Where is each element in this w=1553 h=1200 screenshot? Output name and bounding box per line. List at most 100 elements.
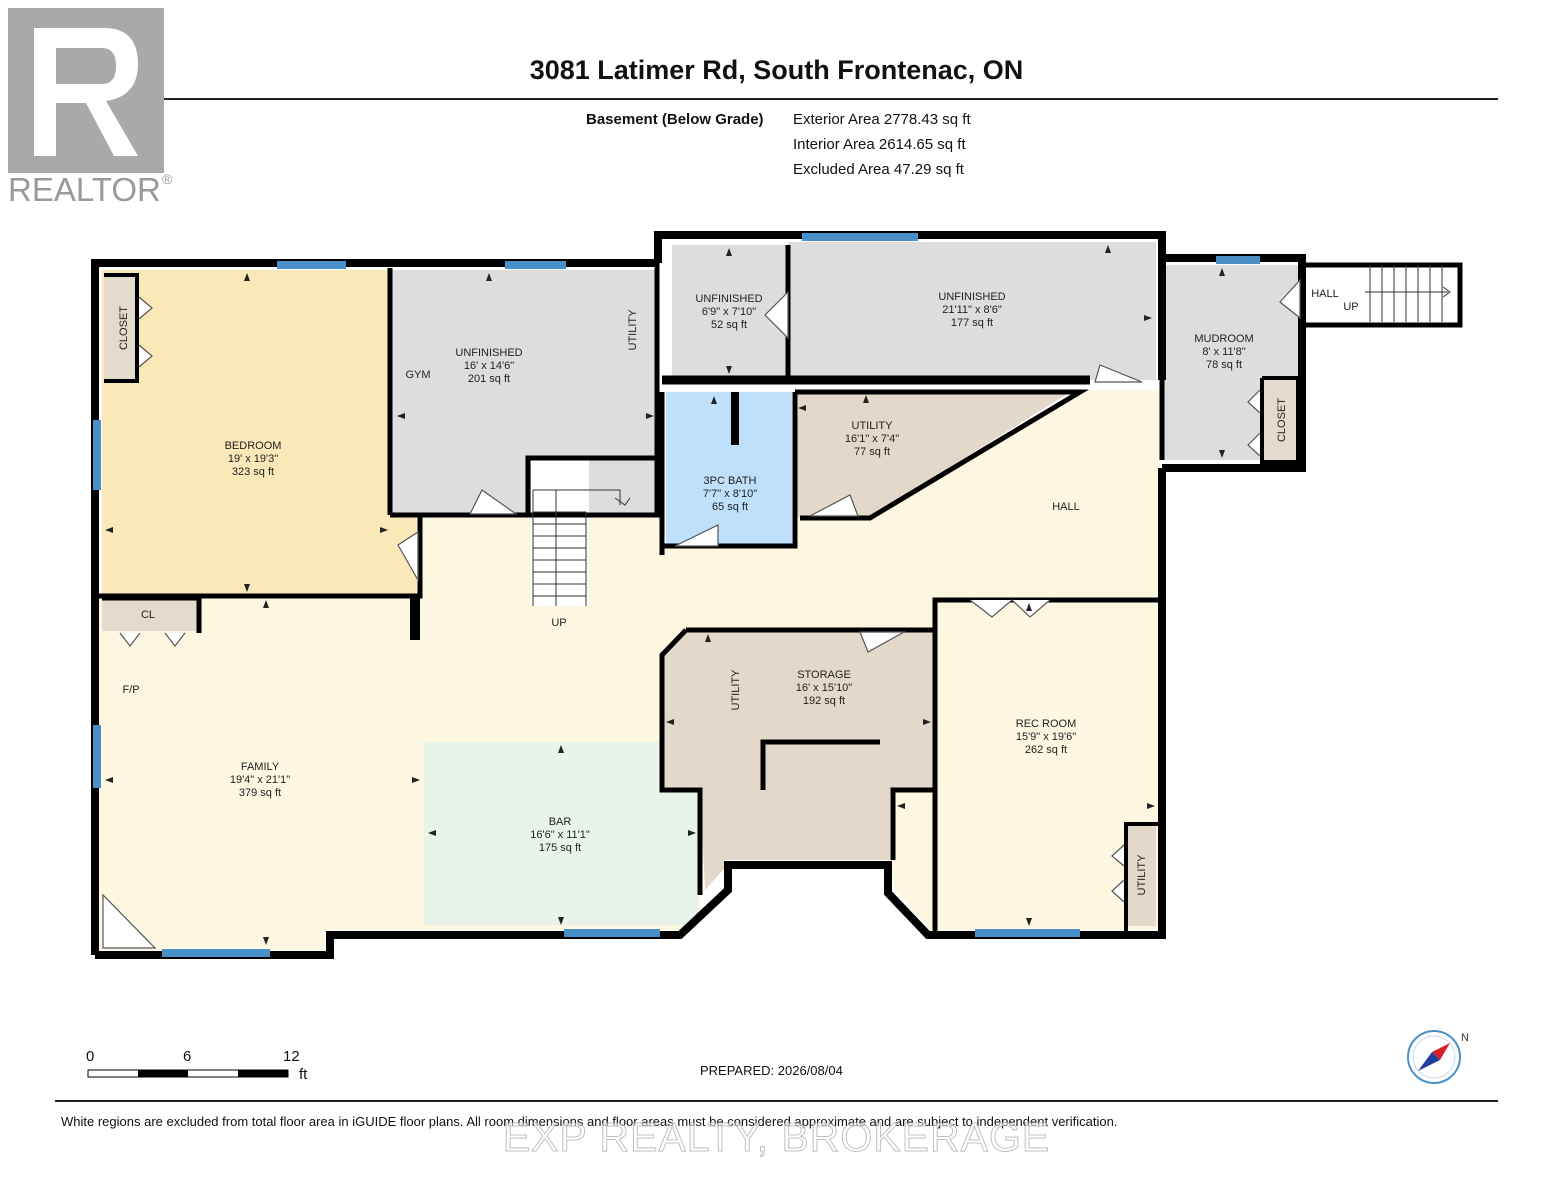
- hall-label: HALL: [1052, 501, 1080, 513]
- central-stairs-fill: [531, 460, 589, 606]
- door-mudroom-closet: [1247, 389, 1261, 457]
- compass-needle-south: [1418, 1052, 1440, 1071]
- dim-marker: [1219, 268, 1225, 276]
- family-hall-fill: [97, 390, 1160, 950]
- footer-divider: [55, 1100, 1498, 1102]
- unfinished-small-area: 52 sq ft: [711, 319, 747, 331]
- family-name: FAMILY: [241, 761, 280, 773]
- doors: [102, 278, 1301, 949]
- scale-bar-segment: [138, 1070, 188, 1077]
- unfinished-large-fill: [788, 242, 1156, 380]
- wall-bedroom-closet: [104, 273, 139, 383]
- brokerage-watermark: EXP REALTY, BROKERAGE: [502, 1114, 1051, 1161]
- cl-closet-fill: [102, 598, 199, 631]
- gym-unfinished-dims: 16' x 14'6": [464, 360, 514, 372]
- bedroom-area: 323 sq ft: [232, 466, 274, 478]
- stairs-up-label: UP: [551, 617, 566, 629]
- unfinished-large-dims: 21'11" x 8'6": [942, 304, 1002, 316]
- realtor-logo-r: [34, 28, 138, 156]
- dim-marker: [1144, 315, 1152, 321]
- wall-cl: [102, 595, 202, 633]
- dim-marker: [666, 719, 674, 725]
- dim-marker: [558, 745, 564, 753]
- door-gym: [469, 489, 518, 515]
- bath-dims: 7'7" x 8'10": [703, 488, 757, 500]
- bar-area: 175 sq ft: [539, 842, 581, 854]
- unfinished-large-area: 177 sq ft: [951, 317, 993, 329]
- door-mudroom-stairs: [1279, 278, 1301, 320]
- door-unfinished-small: [764, 290, 789, 340]
- wall-rec-storage: [890, 787, 935, 860]
- dim-marker: [1026, 603, 1032, 611]
- bar-fill: [424, 742, 698, 925]
- prepared-date: PREPARED: 2026/08/04: [700, 1063, 843, 1078]
- dim-marker: [558, 917, 564, 925]
- wall-utility: [795, 389, 1090, 521]
- exterior-stairs-up-label: UP: [1343, 301, 1358, 313]
- dim-marker: [486, 273, 492, 281]
- wall-storage-west: [659, 628, 703, 895]
- scale-tick-12: 12: [283, 1048, 300, 1065]
- room-fills: [97, 242, 1457, 950]
- utility-mid-name: UTILITY: [852, 420, 894, 432]
- door-bedroom-closet-bottom: [138, 344, 153, 368]
- wall-north-west: [91, 259, 658, 955]
- family-area: 379 sq ft: [239, 787, 281, 799]
- floor-level-label: Basement (Below Grade): [586, 111, 764, 128]
- exterior-hall-label: HALL: [1311, 288, 1339, 300]
- dim-marker: [428, 830, 436, 836]
- storage-fill: [660, 630, 935, 890]
- disclaimer: White regions are excluded from total fl…: [61, 1114, 1118, 1129]
- scale-bar: [87, 1069, 289, 1078]
- compass-needle-north: [1432, 1043, 1450, 1060]
- door-rec-room: [969, 599, 1051, 618]
- dim-marker: [646, 413, 654, 419]
- windows: [93, 233, 1260, 957]
- mudroom-closet-fill: [1265, 378, 1297, 461]
- rec-utility-label: UTILITY: [1136, 854, 1148, 896]
- door-cl: [119, 632, 186, 647]
- bath-fill: [666, 392, 792, 544]
- dim-marker: [1147, 803, 1155, 809]
- storage-name: STORAGE: [797, 669, 851, 681]
- dim-marker: [105, 777, 113, 783]
- realtor-logo-mark: ®: [162, 171, 173, 187]
- dim-marker: [1026, 918, 1032, 926]
- room-labels: BEDROOM 19' x 19'3" 323 sq ft UNFINISHED…: [118, 288, 1359, 895]
- dim-marker: [923, 719, 931, 725]
- exterior-stairs: [1365, 265, 1451, 322]
- rec-room-fill: [890, 600, 1160, 930]
- dim-marker: [244, 584, 250, 592]
- mudroom-area: 78 sq ft: [1206, 359, 1242, 371]
- bar-name: BAR: [549, 816, 572, 828]
- utility-mid-fill: [796, 392, 1070, 517]
- interior-walls: [97, 245, 1463, 935]
- scale-tick-0: 0: [86, 1048, 95, 1065]
- header-divider: [55, 98, 1498, 100]
- utility-mid-area: 77 sq ft: [854, 446, 890, 458]
- realtor-logo: REALTOR ®: [8, 8, 173, 208]
- bedroom-dims: 19' x 19'3": [228, 453, 278, 465]
- rec-room-dims: 15'9" x 19'6": [1016, 731, 1076, 743]
- dim-marker: [412, 777, 420, 783]
- exterior-area: Exterior Area 2778.43 sq ft: [793, 111, 971, 128]
- dim-marker: [705, 634, 711, 642]
- bedroom-closet-label: CLOSET: [118, 306, 130, 350]
- wall-storage-inner: [760, 739, 880, 790]
- wall-mudroom-closet: [1260, 376, 1300, 464]
- interior-area: Interior Area 2614.65 sq ft: [793, 136, 966, 153]
- door-storage: [859, 631, 907, 653]
- compass: N: [1407, 1030, 1469, 1084]
- dim-marker: [105, 527, 113, 533]
- wall-rec-north-west: [932, 597, 1160, 932]
- door-bedroom: [397, 530, 419, 583]
- rec-room-area: 262 sq ft: [1025, 744, 1067, 756]
- page-title: 3081 Latimer Rd, South Frontenac, ON: [529, 55, 1024, 85]
- dim-marker: [1105, 245, 1111, 253]
- bedroom-name: BEDROOM: [225, 440, 282, 452]
- door-rec-utility: [1111, 844, 1125, 903]
- unfinished-small-name: UNFINISHED: [695, 293, 762, 305]
- scale-unit: ft: [299, 1066, 308, 1083]
- dim-marker: [688, 830, 696, 836]
- dim-marker: [798, 405, 806, 411]
